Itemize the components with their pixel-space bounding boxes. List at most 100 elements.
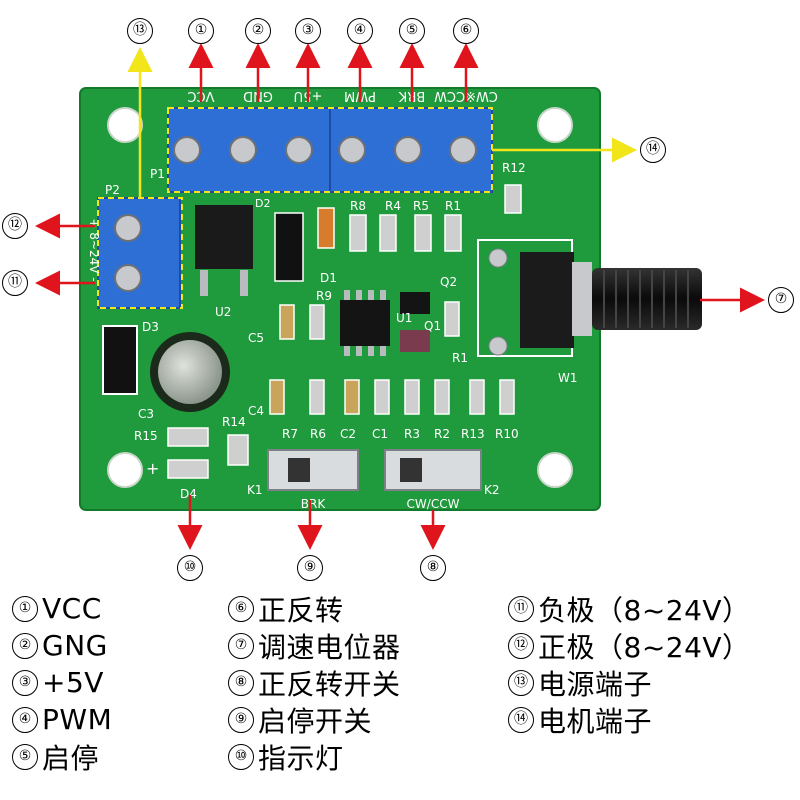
silk-u1: U1: [396, 311, 412, 325]
regulator-u2: [195, 205, 253, 269]
silk-r6: R6: [310, 427, 326, 441]
silk-d3: D3: [142, 320, 159, 334]
silk-r5: R5: [413, 199, 429, 213]
callout-4: ④: [347, 18, 373, 44]
silk-r8: R8: [350, 199, 366, 213]
callout-9: ⑨: [297, 555, 323, 581]
silk-p2: P2: [105, 183, 120, 197]
legend-text: 电源端子: [538, 667, 653, 701]
legend-num: ⑦: [228, 632, 254, 659]
potentiometer: [477, 239, 702, 357]
legend-num: ⑧: [228, 669, 254, 696]
ic-u1: [340, 300, 390, 346]
legend-num: ⑫: [508, 632, 534, 659]
callout-3: ③: [295, 18, 321, 44]
diode-d3: [102, 325, 138, 395]
silk-cw-ccw: CW/CCW: [407, 497, 460, 511]
silk-d4: D4: [180, 487, 197, 501]
mounting-hole: [537, 107, 573, 143]
legend-text: 调速电位器: [258, 630, 401, 664]
silk-r7: R7: [282, 427, 298, 441]
silk-r1b: R1: [452, 351, 468, 365]
silk-r4: R4: [385, 199, 401, 213]
silk-r15: R15: [134, 429, 158, 443]
silk-k1: K1: [247, 483, 263, 497]
legend-text: 正反转开关: [258, 667, 401, 701]
mounting-hole: [537, 452, 573, 488]
legend-text: 正反转: [258, 593, 344, 627]
silk-c5: C5: [248, 331, 264, 345]
callout-14: ⑭: [640, 137, 666, 163]
brk-switch: BRK: [267, 449, 359, 511]
legend-text: 正极（8~24V）: [538, 630, 751, 664]
silk-d2: D2: [255, 197, 270, 210]
legend-text: PWM: [42, 703, 113, 736]
legend-text: 电机端子: [538, 704, 653, 738]
silk-plus: +: [146, 459, 159, 478]
callout-11: ⑪: [2, 270, 28, 296]
legend-num: ⑤: [12, 743, 38, 770]
silk-r9: R9: [316, 289, 332, 303]
silk-w1: W1: [558, 371, 578, 385]
callout-1: ①: [188, 18, 214, 44]
legend-num: ⑩: [228, 743, 254, 770]
legend-num: ⑬: [508, 669, 534, 696]
callout-6: ⑥: [453, 18, 479, 44]
legend-num: ⑥: [228, 595, 254, 622]
callout-8: ⑧: [420, 555, 446, 581]
silk-c1: C1: [372, 427, 388, 441]
legend-text: 启停: [42, 741, 100, 775]
legend-num: ④: [12, 706, 38, 733]
transistor-q1: [400, 330, 430, 352]
mounting-hole: [107, 107, 143, 143]
legend-text: VCC: [42, 592, 102, 625]
callout-13: ⑬: [127, 18, 153, 44]
motor-terminal-block: [167, 107, 493, 193]
silk-d1: D1: [320, 271, 337, 285]
mounting-hole: [107, 452, 143, 488]
silk-r2: R2: [434, 427, 450, 441]
silk-p2-voltage: + 8~24V -: [87, 218, 101, 281]
board-diagram: VCC GND +5U PWM BRK CW※CCW P1 P2 + 8~24V…: [2, 18, 794, 581]
legend-num: ⑭: [508, 706, 534, 733]
silk-brk: BRK: [301, 497, 327, 511]
silk-r14: R14: [222, 415, 246, 429]
callout-2: ②: [245, 18, 271, 44]
silk-c4: C4: [248, 404, 264, 418]
silk-c3: C3: [138, 407, 154, 421]
legend-text: 负极（8~24V）: [538, 593, 751, 627]
legend-num: ②: [12, 632, 38, 659]
legend-num: ⑨: [228, 706, 254, 733]
cw-ccw-switch: CW/CCW: [384, 449, 482, 511]
legend-num: ⑪: [508, 595, 534, 622]
transistor-q2: [400, 292, 430, 314]
pcb-illustration: VCC GND +5U PWM BRK CW※CCW P1 P2 + 8~24V…: [35, 43, 765, 550]
callout-7: ⑦: [768, 287, 794, 313]
legend-text: 指示灯: [258, 741, 344, 775]
legend-num: ①: [12, 595, 38, 622]
legend-item: ③+5V: [12, 664, 112, 701]
silk-c2: C2: [340, 427, 356, 441]
legend-text: +5V: [42, 666, 104, 699]
silk-r12: R12: [502, 161, 526, 175]
silk-r10: R10: [495, 427, 519, 441]
silk-u2: U2: [215, 305, 231, 319]
power-terminal-block: [97, 197, 183, 309]
silk-q2: Q2: [440, 275, 457, 289]
silk-r1: R1: [445, 199, 461, 213]
callout-5: ⑤: [399, 18, 425, 44]
